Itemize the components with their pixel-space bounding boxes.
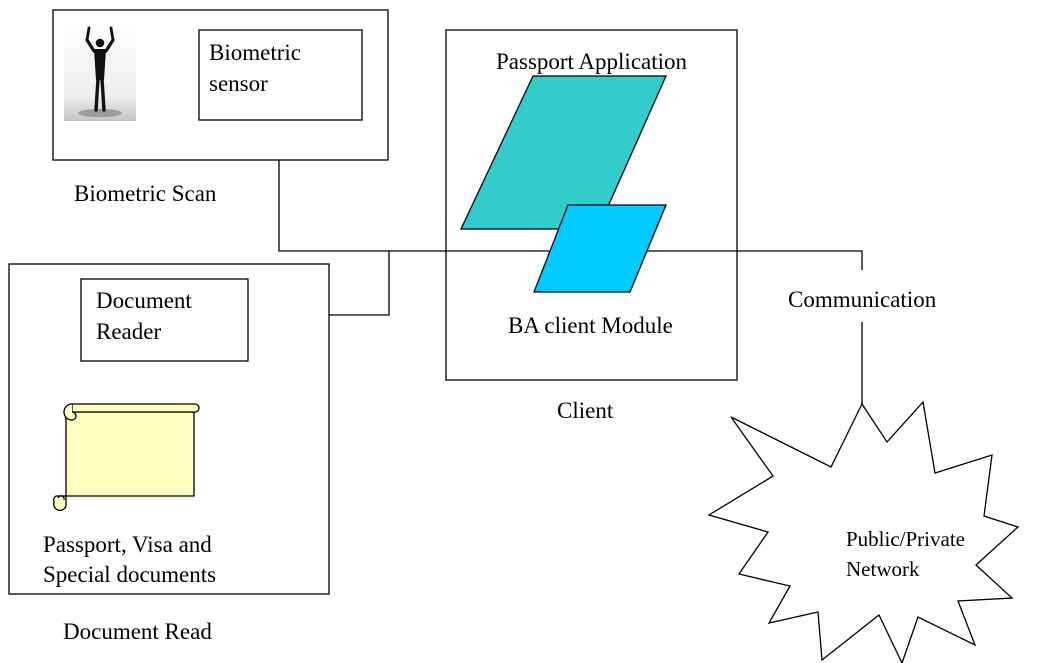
biometric-sensor-label-line2: sensor	[209, 71, 268, 96]
documents-label-line2: Special documents	[43, 562, 216, 587]
biometric-sensor-box	[198, 29, 363, 121]
network-label-line1: Public/Private	[846, 527, 965, 551]
ba-client-module-label: BA client Module	[508, 313, 673, 338]
ba-client-module-shape	[533, 204, 667, 293]
biometric-scan-group: Biometric sensor Biometric Scan	[52, 9, 389, 206]
scroll-icon	[53, 403, 200, 511]
client-label: Client	[557, 398, 614, 423]
document-reader-label-line2: Reader	[96, 319, 161, 344]
biometric-sensor-label-line1: Biometric	[209, 40, 301, 65]
biometric-scan-label: Biometric Scan	[74, 181, 217, 206]
client-group: Passport Application BA client Module Cl…	[445, 29, 738, 423]
document-reader-box	[80, 278, 249, 362]
document-read-group: Document Reader Passport, Visa and Speci…	[8, 263, 330, 644]
document-read-label: Document Read	[63, 619, 212, 644]
starburst-icon	[707, 400, 1020, 663]
passport-application-label: Passport Application	[496, 49, 688, 74]
document-reader-label-line1: Document	[96, 288, 192, 313]
network-group: Public/Private Network	[707, 400, 1020, 663]
network-label-line2: Network	[846, 557, 920, 581]
communication-label: Communication	[788, 287, 937, 312]
person-silhouette-icon	[64, 20, 136, 121]
documents-label-line1: Passport, Visa and	[43, 532, 212, 557]
